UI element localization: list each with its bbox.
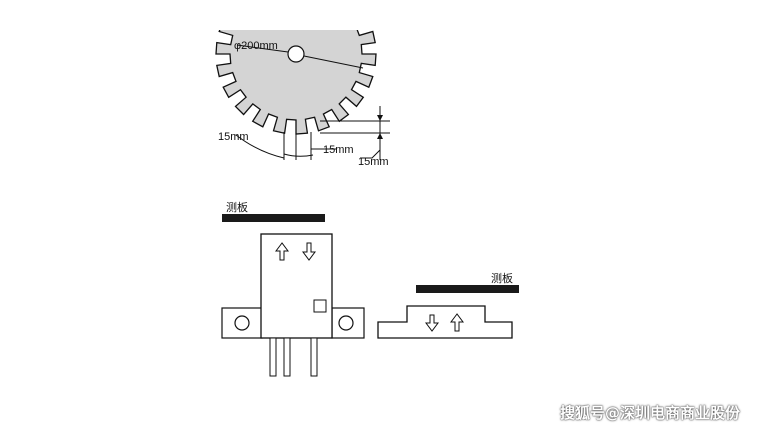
left-gap-label: 15mm: [218, 131, 249, 143]
wheel-hub: [287, 45, 305, 63]
depth-arrow-bottom: [377, 133, 383, 139]
front-detection-plate: [222, 214, 325, 222]
depth-leader: [360, 149, 381, 159]
front-mount-hole-right: [338, 315, 354, 331]
diameter-leader-left: [236, 44, 289, 53]
arrow-down-icon: [425, 314, 439, 332]
sensor-side-view: 测板: [377, 271, 519, 339]
side-sensor-body: [377, 305, 513, 339]
tooth-dim-line: [283, 153, 314, 157]
side-detection-plate: [416, 285, 519, 293]
diameter-label: φ200mm: [234, 40, 278, 52]
front-mount-hole-left: [234, 315, 250, 331]
wheel-disc: [215, 30, 377, 135]
sensor-front-view: 测板: [221, 200, 365, 377]
tooth-label: 15mm: [323, 144, 354, 156]
arrow-down-icon: [302, 242, 316, 261]
left-gap-dim-line: [235, 134, 285, 159]
front-plate-label: 测板: [226, 200, 248, 214]
arrow-up-icon: [450, 313, 464, 332]
front-indicator-window: [313, 299, 327, 313]
side-plate-label: 测板: [491, 271, 513, 285]
depth-label: 15mm: [358, 156, 389, 168]
dimension-lines: [235, 106, 390, 160]
arrow-up-icon: [275, 242, 289, 261]
front-lead-pins: [269, 337, 318, 377]
slotted-wheel: φ200mm: [215, 30, 377, 135]
front-sensor-body: [260, 233, 333, 339]
watermark-text: 搜狐号@深圳电商商业股份: [560, 404, 741, 422]
depth-arrow-top: [377, 115, 383, 121]
diameter-leader-right: [303, 55, 364, 69]
